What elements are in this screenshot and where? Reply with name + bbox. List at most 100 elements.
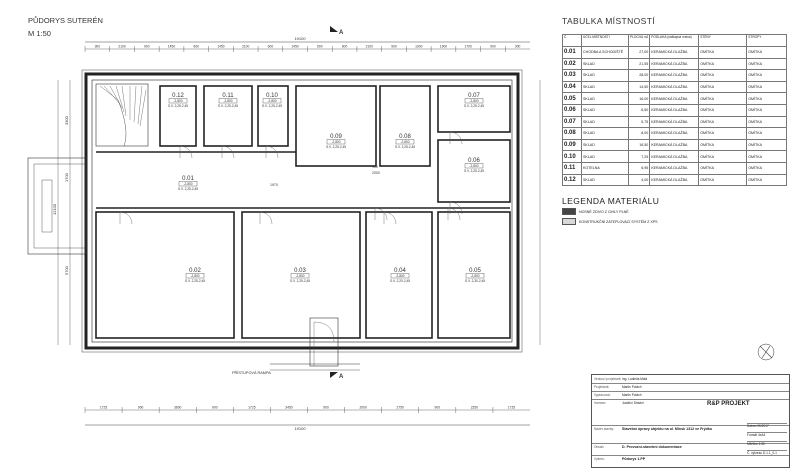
door-swing (221, 145, 235, 159)
cell-floor: KERAMICKÁ DLAŽBA (649, 115, 700, 129)
cell-num: 0.05 (562, 92, 582, 105)
cell-num: 0.06 (562, 103, 582, 117)
cell-walls: OMÍTKA (698, 115, 748, 129)
door-swing (119, 211, 133, 225)
cell-ceiling: OMÍTKA (746, 69, 788, 82)
room-0-03-walls (241, 211, 361, 339)
cell-area: 27,00 (627, 46, 651, 59)
cell-name: SKLAD (581, 173, 629, 187)
floor-level-box (262, 98, 282, 104)
cell-ceiling: OMÍTKA (746, 115, 788, 129)
floor-level-box (395, 139, 415, 145)
floor-level: -2,800 (400, 140, 409, 144)
cell-walls: OMÍTKA (698, 46, 748, 59)
floor-level-box (168, 98, 188, 104)
dim-value: 900 (490, 45, 496, 49)
room-number: 0.05 (469, 268, 481, 274)
cell-num: 0.09 (562, 138, 582, 152)
dim-value: 1900 (440, 45, 448, 49)
section-marker-bottom: A (330, 372, 344, 380)
room-number: 0.12 (172, 93, 184, 99)
svg-text:A: A (339, 374, 344, 380)
left-dim-3: 5700 (64, 265, 69, 275)
cell-area: 21,55 (627, 57, 651, 71)
door-swing (265, 145, 279, 159)
floor-level: -2,800 (183, 182, 192, 186)
left-dim-1: 3300 (64, 115, 69, 125)
door-swing (179, 145, 193, 159)
cell-floor: KERAMICKÁ DLAŽBA (649, 150, 700, 163)
dim-value: 1700 (465, 45, 473, 49)
cell-ceiling: OMÍTKA (746, 127, 788, 140)
left-dim-2: 1700 (64, 172, 69, 182)
dim-value: 900 (138, 406, 144, 410)
room-0-12-walls (159, 85, 197, 147)
legend-item-brick: NOSNÉ ZDIVO Z CIHLY PLNÉ (562, 208, 629, 215)
cell-num: 0.02 (562, 57, 582, 71)
door-swing (447, 207, 461, 221)
cell-area: 8,00 (627, 127, 651, 140)
floor-level-box (464, 98, 484, 104)
room-number: 0.07 (468, 93, 480, 99)
cell-ceiling: OMÍTKA (746, 103, 788, 117)
floor-level: -2,800 (331, 140, 340, 144)
floor-level-box (326, 139, 346, 145)
room-0-08-walls (379, 85, 431, 167)
floor-level-box (290, 273, 310, 279)
room-number: 0.04 (394, 268, 406, 274)
cell-walls: OMÍTKA (698, 80, 748, 94)
room-0-07-walls (437, 85, 511, 133)
cell-area: 7,25 (627, 150, 651, 163)
floor-level-box (465, 273, 485, 279)
cell-ceiling: OMÍTKA (746, 80, 788, 94)
cell-name: SKLAD (581, 150, 629, 163)
dim-value: 300 (95, 45, 101, 49)
dim-value: 300 (515, 45, 521, 49)
col-floor: PODLAHA (nášlapná vrstva) (649, 34, 700, 47)
clear-height: S.V. 2,25-2,45 (395, 145, 415, 149)
clear-height: S.V. 2,25-2,45 (168, 104, 188, 108)
floor-level: -2,800 (469, 99, 478, 103)
cell-name: KOTELNA (581, 161, 629, 175)
cell-walls: OMÍTKA (698, 69, 748, 82)
door-swing (449, 131, 463, 145)
dim-value: 2100 (242, 45, 250, 49)
cell-floor: KERAMICKÁ DLAŽBA (649, 46, 700, 59)
cell-floor: KERAMICKÁ DLAŽBA (649, 80, 700, 94)
cell-floor: KERAMICKÁ DLAŽBA (649, 127, 700, 140)
cell-walls: OMÍTKA (698, 127, 748, 140)
dim-value: 1725 (248, 406, 256, 410)
cell-name: SKLAD (581, 80, 629, 94)
door-swing (259, 211, 273, 225)
outer-wall (84, 72, 520, 350)
cell-name: SKLAD (581, 92, 629, 105)
room-0-05-walls (437, 211, 511, 339)
cell-area: 4,00 (627, 173, 651, 187)
room-0-04-walls (365, 211, 433, 339)
cell-area: 6,50 (627, 103, 651, 117)
cell-name: SKLAD (581, 138, 629, 152)
dim-value: 3600 (174, 406, 182, 410)
floor-level-box (185, 273, 205, 279)
company-logo: R&P PROJEKT (707, 401, 750, 407)
cell-num: 0.03 (562, 69, 582, 82)
cell-name: SKLAD (581, 127, 629, 140)
floor-level: -2,800 (223, 99, 232, 103)
col-walls: STĚNY (698, 34, 748, 47)
clear-height: S.V. 2,25-2,45 (464, 104, 484, 108)
cell-num: 0.08 (562, 127, 582, 140)
title-meta: Datum 06/2017 Formát 4xA4 Měřítko 1:50 Č… (747, 423, 787, 459)
col-ceiling: STROPY (746, 34, 788, 47)
